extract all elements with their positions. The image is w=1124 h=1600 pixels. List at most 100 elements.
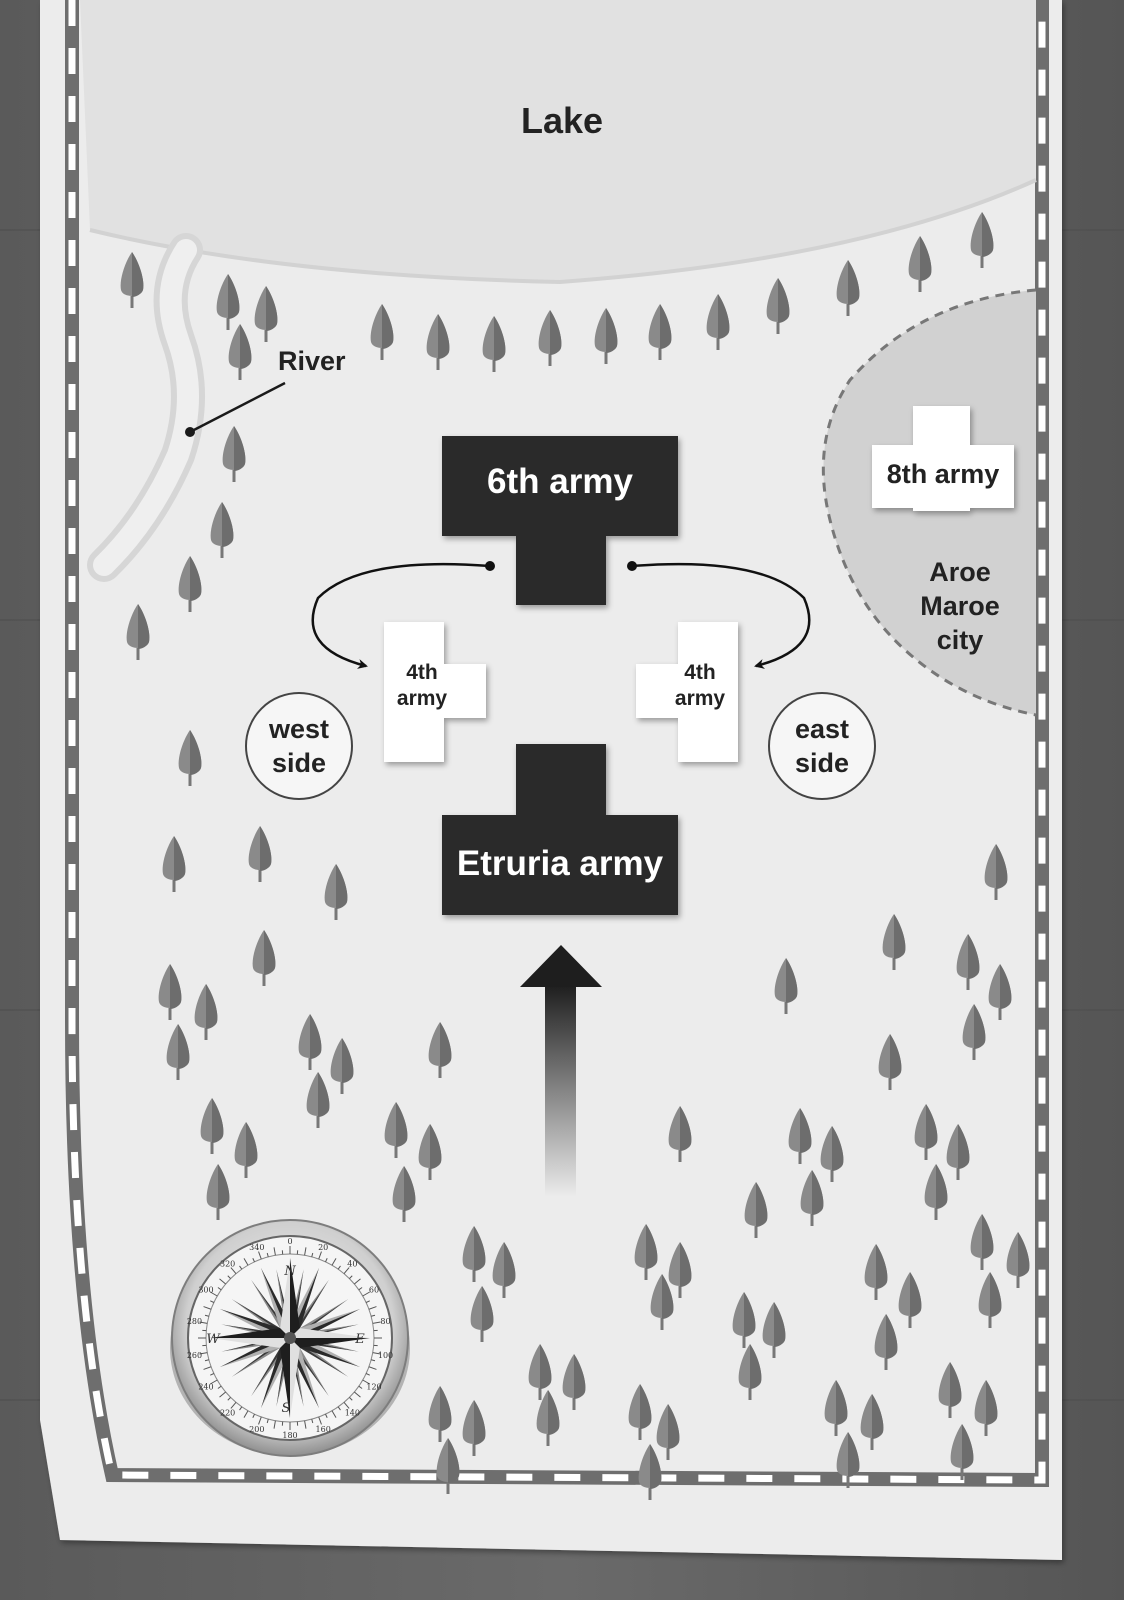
- tree-icon: [370, 304, 394, 360]
- tree-icon: [974, 1380, 998, 1436]
- tree-icon: [426, 314, 450, 370]
- compass-degree-label: 340: [249, 1243, 264, 1252]
- tree-icon: [914, 1104, 938, 1160]
- tree-icon: [492, 1242, 516, 1298]
- tree-icon: [824, 1380, 848, 1436]
- tree-icon: [482, 316, 506, 372]
- tree-icon: [970, 212, 994, 268]
- tree-icon: [178, 730, 202, 786]
- tree-icon: [528, 1344, 552, 1400]
- tree-icon: [436, 1438, 460, 1494]
- compass-east-label: E: [354, 1332, 365, 1347]
- tree-icon: [194, 984, 218, 1040]
- compass-degree-label: 320: [220, 1260, 235, 1269]
- tree-icon: [210, 502, 234, 558]
- tree-icon: [864, 1244, 888, 1300]
- tree-icon: [418, 1124, 442, 1180]
- tree-icon: [908, 236, 932, 292]
- tree-icon: [330, 1038, 354, 1094]
- tree-icon: [538, 310, 562, 366]
- compass-degree-label: 20: [318, 1243, 328, 1252]
- tree-icon: [158, 964, 182, 1020]
- lake-area: [80, 0, 1036, 282]
- tree-icon: [882, 914, 906, 970]
- tree-icon: [392, 1166, 416, 1222]
- maneuver-arrow-east-icon: [631, 562, 811, 669]
- tree-icon: [254, 286, 278, 342]
- tree-icon: [706, 294, 730, 350]
- tree-icon: [594, 308, 618, 364]
- tree-icon: [836, 260, 860, 316]
- army-8-marker: [872, 406, 1014, 511]
- tree-icon: [1006, 1232, 1030, 1288]
- army-6-label: 6th army: [487, 462, 633, 501]
- tree-icon: [774, 958, 798, 1014]
- etruria-army-label: Etruria army: [456, 844, 664, 883]
- tree-icon: [384, 1102, 408, 1158]
- tree-icon: [634, 1224, 658, 1280]
- maneuver-arrow-west-icon: [311, 562, 491, 669]
- tree-icon: [126, 604, 150, 660]
- tree-icon: [970, 1214, 994, 1270]
- tree-icon: [252, 930, 276, 986]
- tree-icon: [656, 1404, 680, 1460]
- tree-icon: [234, 1122, 258, 1178]
- tree-icon: [628, 1384, 652, 1440]
- compass-degree-label: 60: [369, 1286, 379, 1295]
- compass-degree-label: 120: [366, 1383, 381, 1392]
- tree-icon: [324, 864, 348, 920]
- compass-degree-label: 100: [378, 1351, 393, 1360]
- tree-icon: [732, 1292, 756, 1348]
- tree-icon: [216, 274, 240, 330]
- tree-icon: [228, 324, 252, 380]
- tree-icon: [470, 1286, 494, 1342]
- tree-icon: [536, 1390, 560, 1446]
- compass-degree-label: 80: [380, 1317, 390, 1326]
- tree-icon: [898, 1272, 922, 1328]
- tree-icon: [306, 1072, 330, 1128]
- tree-icon: [166, 1024, 190, 1080]
- river-pointer-line: [189, 381, 286, 434]
- army-4-east-marker: [636, 622, 738, 762]
- tree-icon: [562, 1354, 586, 1410]
- tree-icon: [878, 1034, 902, 1090]
- tree-icon: [462, 1226, 486, 1282]
- compass-degree-label: 220: [220, 1408, 235, 1417]
- compass-south-label: S: [282, 1401, 291, 1416]
- compass-degree-label: 180: [282, 1431, 297, 1440]
- tree-icon: [962, 1004, 986, 1060]
- tree-icon: [428, 1386, 452, 1442]
- tree-icon: [298, 1014, 322, 1070]
- tree-icon: [978, 1272, 1002, 1328]
- army-6-marker: [442, 436, 678, 605]
- compass-icon: 0204060801001201401601802002202402602803…: [170, 1219, 410, 1457]
- tree-icon: [762, 1302, 786, 1358]
- compass-degree-label: 300: [198, 1286, 213, 1295]
- tree-icon: [668, 1242, 692, 1298]
- compass-north-label: N: [283, 1264, 296, 1279]
- tree-icon: [650, 1274, 674, 1330]
- tree-icon: [206, 1164, 230, 1220]
- tree-icon: [744, 1182, 768, 1238]
- forest: [120, 212, 1030, 1500]
- compass-degree-label: 240: [198, 1383, 213, 1392]
- army-4-west-marker: [384, 622, 486, 762]
- west-side-circle: [245, 692, 353, 800]
- tree-icon: [984, 844, 1008, 900]
- tree-icon: [946, 1124, 970, 1180]
- tree-icon: [178, 556, 202, 612]
- tree-icon: [668, 1106, 692, 1162]
- tree-icon: [200, 1098, 224, 1154]
- compass-degree-label: 0: [287, 1237, 292, 1246]
- east-side-circle: [768, 692, 876, 800]
- tree-icon: [788, 1108, 812, 1164]
- river-label: River: [278, 346, 346, 376]
- tree-icon: [120, 252, 144, 308]
- tree-icon: [428, 1022, 452, 1078]
- tree-icon: [924, 1164, 948, 1220]
- tree-icon: [462, 1400, 486, 1456]
